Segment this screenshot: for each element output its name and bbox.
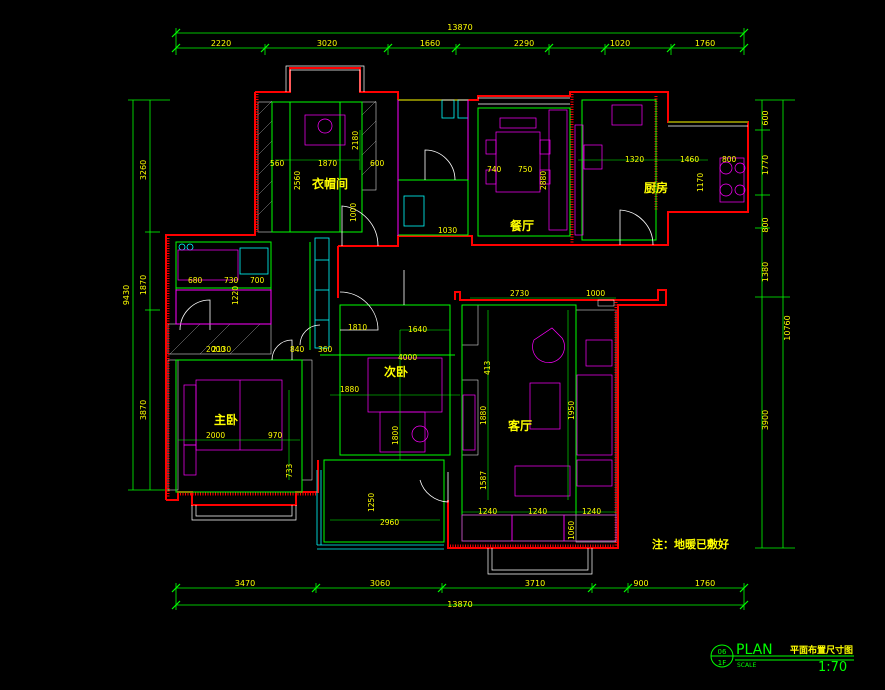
inner-dim: 1460	[680, 155, 699, 164]
inner-dim: 600	[370, 159, 385, 168]
dim-left-total: 9430	[122, 285, 131, 305]
inner-dim: 560	[270, 159, 285, 168]
dim-bottom-4: 900	[633, 579, 648, 588]
inner-dim: 733	[285, 463, 294, 478]
room-label-master-bedroom: 主卧	[214, 412, 238, 427]
dim-top-2: 3020	[317, 39, 337, 48]
dim-bottom-1: 3470	[235, 579, 255, 588]
dim-left-3: 3870	[139, 400, 148, 420]
inner-dim: 2180	[351, 131, 360, 150]
inner-dim: 2880	[539, 171, 548, 190]
dim-left-2: 1870	[139, 275, 148, 295]
internal-dimension-lines	[178, 130, 708, 521]
title-block: 06 1F PLAN 平面布置尺寸图 SCALE 1:70	[710, 642, 854, 675]
badge-top: 06	[718, 648, 727, 656]
exterior-walls	[165, 67, 749, 549]
dim-bottom-2: 3060	[370, 579, 390, 588]
inner-dim: 1587	[479, 471, 488, 490]
inner-dim: 730	[224, 276, 239, 285]
inner-dim: 1060	[567, 521, 576, 540]
inner-dim: 1950	[567, 401, 576, 420]
dim-top-1: 2220	[211, 39, 231, 48]
dim-top-total: 13870	[447, 23, 472, 32]
inner-dim: 970	[268, 431, 283, 440]
inner-dim: 1240	[528, 507, 547, 516]
dim-top-4: 2290	[514, 39, 534, 48]
dim-bottom-total: 13870	[447, 600, 472, 609]
dim-right-1: 600	[761, 110, 770, 125]
inner-dim: 1880	[479, 406, 488, 425]
dim-right-2: 1770	[761, 155, 770, 175]
inner-dim: 2130	[212, 345, 231, 354]
inner-dim: 4000	[398, 353, 417, 362]
fixtures	[178, 99, 469, 550]
inner-dim: 1880	[340, 385, 359, 394]
inner-dim: 2960	[380, 518, 399, 527]
inner-dim: 1250	[367, 493, 376, 512]
inner-dim: 1640	[408, 325, 427, 334]
inner-dim: 1810	[348, 323, 367, 332]
room-label-cloakroom: 衣帽间	[312, 176, 348, 191]
inner-dim: 740	[487, 165, 502, 174]
room-label-living-room: 客厅	[507, 418, 532, 433]
dim-left-1: 3260	[139, 160, 148, 180]
dim-top-5: 1020	[610, 39, 630, 48]
inner-dim: 1000	[349, 203, 358, 222]
furniture	[177, 104, 746, 542]
badge-bottom: 1F	[718, 659, 726, 667]
inner-dim: 1170	[696, 173, 705, 192]
room-markers	[175, 100, 469, 325]
inner-dim: 1800	[391, 426, 400, 445]
inner-dim: 1030	[438, 226, 457, 235]
dim-right-4: 1380	[761, 262, 770, 282]
inner-dim: 1320	[625, 155, 644, 164]
dim-top-6: 1760	[695, 39, 715, 48]
inner-dim: 800	[722, 155, 737, 164]
inner-dim: 1870	[318, 159, 337, 168]
inner-dim: 1000	[586, 289, 605, 298]
inner-dim: 680	[188, 276, 203, 285]
dim-right-3: 800	[761, 217, 770, 232]
dimension-ticks	[171, 28, 749, 610]
room-label-second-bedroom: 次卧	[384, 364, 408, 379]
inner-dim: 700	[250, 276, 265, 285]
inner-dim: 1240	[478, 507, 497, 516]
dim-bottom-3: 3710	[525, 579, 545, 588]
inner-dim: 413	[483, 360, 492, 375]
interior-walls	[175, 99, 748, 543]
title-chinese: 平面布置尺寸图	[790, 644, 853, 656]
dim-right-5: 3900	[761, 410, 770, 430]
inner-dim: 840	[290, 345, 305, 354]
inner-dim: 360	[318, 345, 333, 354]
dim-right-total: 10760	[783, 315, 792, 340]
room-label-dining: 餐厅	[510, 218, 534, 233]
inner-dim: 2560	[293, 171, 302, 190]
floor-heating-note: 注：地暖已敷好	[652, 537, 729, 551]
dim-top-3: 1660	[420, 39, 440, 48]
title-plan: PLAN	[736, 642, 773, 658]
title-scale-label: SCALE	[737, 662, 756, 669]
inner-dim: 750	[518, 165, 533, 174]
inner-dim: 2730	[510, 289, 529, 298]
windows	[191, 65, 748, 575]
inner-dim: 1220	[231, 286, 240, 305]
room-label-kitchen: 厨房	[644, 180, 668, 195]
doors	[179, 149, 654, 503]
inner-dim: 2000	[206, 431, 225, 440]
wall-hatch-diagonals	[169, 100, 377, 355]
inner-dim: 2000	[206, 345, 225, 354]
title-scale-value: 1:70	[818, 660, 847, 675]
dim-bottom-5: 1760	[695, 579, 715, 588]
inner-dim: 1240	[582, 507, 601, 516]
